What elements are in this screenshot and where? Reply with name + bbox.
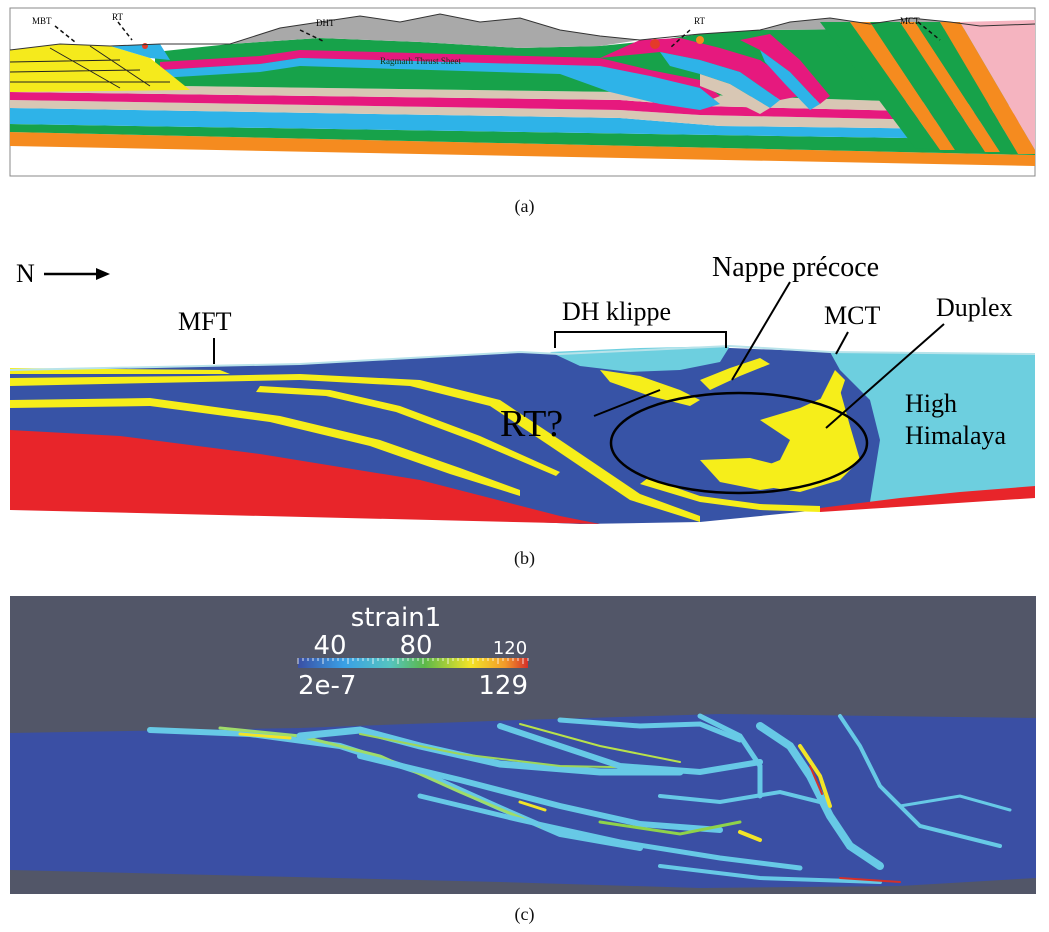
north-label: N xyxy=(16,259,35,288)
colorbar-min: 2e-7 xyxy=(298,671,356,701)
colorbar-max: 129 xyxy=(478,671,528,701)
colorbar-gradient xyxy=(298,658,528,668)
strain-model-body xyxy=(10,714,1036,888)
label-mbt: MBT xyxy=(32,16,52,26)
panel-c-strain: strain1 40 80 120 2e-7 129 xyxy=(10,596,1036,894)
dh-klippe-bracket xyxy=(554,331,727,348)
panel-b-model: N MFT DH klippe Nappe précoce MCT Duplex… xyxy=(9,252,1036,524)
colorbar-tick-80: 80 xyxy=(399,631,432,661)
colorbar-tick-40: 40 xyxy=(313,631,346,661)
high-himalaya-unit xyxy=(960,20,1035,150)
label-nappe-precoce: Nappe précoce xyxy=(712,252,879,283)
colorbar-tick-120: 120 xyxy=(493,638,527,659)
label-rt-1: RT xyxy=(112,12,123,22)
label-dht: DHT xyxy=(316,18,335,28)
label-mft: MFT xyxy=(178,307,232,336)
colorbar-ticks xyxy=(297,658,529,664)
label-duplex: Duplex xyxy=(936,293,1013,322)
label-rt-2: RT xyxy=(694,16,705,26)
model-red-basement xyxy=(10,430,600,524)
label-high: High xyxy=(905,389,957,418)
caption-a: (a) xyxy=(514,196,535,216)
caption-b: (b) xyxy=(514,548,535,568)
label-ragmarh-sheet: Ragmarh Thrust Sheet xyxy=(380,56,461,66)
yellow-foreland-wedge xyxy=(10,44,190,92)
panel-a-cross-section: MBT RT DHT RT MCT Ragmarh Thrust Sheet xyxy=(9,7,1036,177)
label-rt-question: RT? xyxy=(500,403,563,445)
label-dh-klippe: DH klippe xyxy=(562,297,671,326)
label-mct-b: MCT xyxy=(824,301,880,330)
high-himalaya-region xyxy=(830,352,1035,502)
label-himalaya: Himalaya xyxy=(905,421,1007,450)
colorbar-title: strain1 xyxy=(351,603,442,633)
label-mct-a: MCT xyxy=(900,16,920,26)
orange-base-layer xyxy=(10,132,1035,166)
caption-c: (c) xyxy=(514,904,535,924)
north-arrow-icon xyxy=(44,268,110,280)
duplex-ellipse xyxy=(609,391,869,495)
